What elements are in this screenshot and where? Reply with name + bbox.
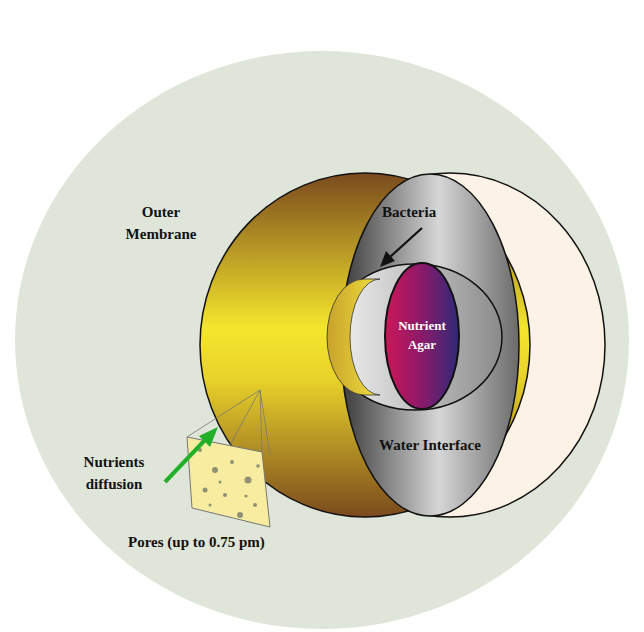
- pore: [253, 503, 257, 507]
- agar-shape: [384, 262, 460, 410]
- bacteria-layer: [328, 264, 502, 410]
- pore: [237, 512, 243, 518]
- diffusion-arrow: [165, 427, 218, 482]
- nutrient-agar-core: Nutrient Agar: [384, 262, 460, 410]
- pore: [209, 504, 212, 507]
- pore: [256, 464, 260, 468]
- pore: [245, 477, 252, 484]
- pore: [219, 481, 222, 484]
- pore: [212, 467, 218, 473]
- process-label: Nutrients diffusion: [66, 452, 162, 496]
- node-label: Nutrient Agar: [384, 317, 460, 355]
- part-label: Outer Membrane: [105, 202, 217, 246]
- agar-ellipse: [385, 263, 459, 409]
- pore-patch: [187, 437, 270, 527]
- part-label: Bacteria: [382, 202, 436, 224]
- leader-arrow: [390, 228, 422, 257]
- water-interface-layer: Water Interface Nutrient Agar: [340, 173, 520, 517]
- pore: [223, 493, 227, 497]
- pore: [230, 460, 234, 464]
- membrane-inner-surface: [327, 279, 380, 395]
- pores: [198, 448, 260, 518]
- arrow-head: [380, 251, 395, 267]
- pore: [244, 494, 247, 497]
- background-oval: [15, 51, 629, 629]
- node-label: Water Interface: [340, 435, 520, 457]
- pore: [203, 488, 208, 493]
- dimension-label: Pores (up to 0.75 pm): [128, 532, 265, 554]
